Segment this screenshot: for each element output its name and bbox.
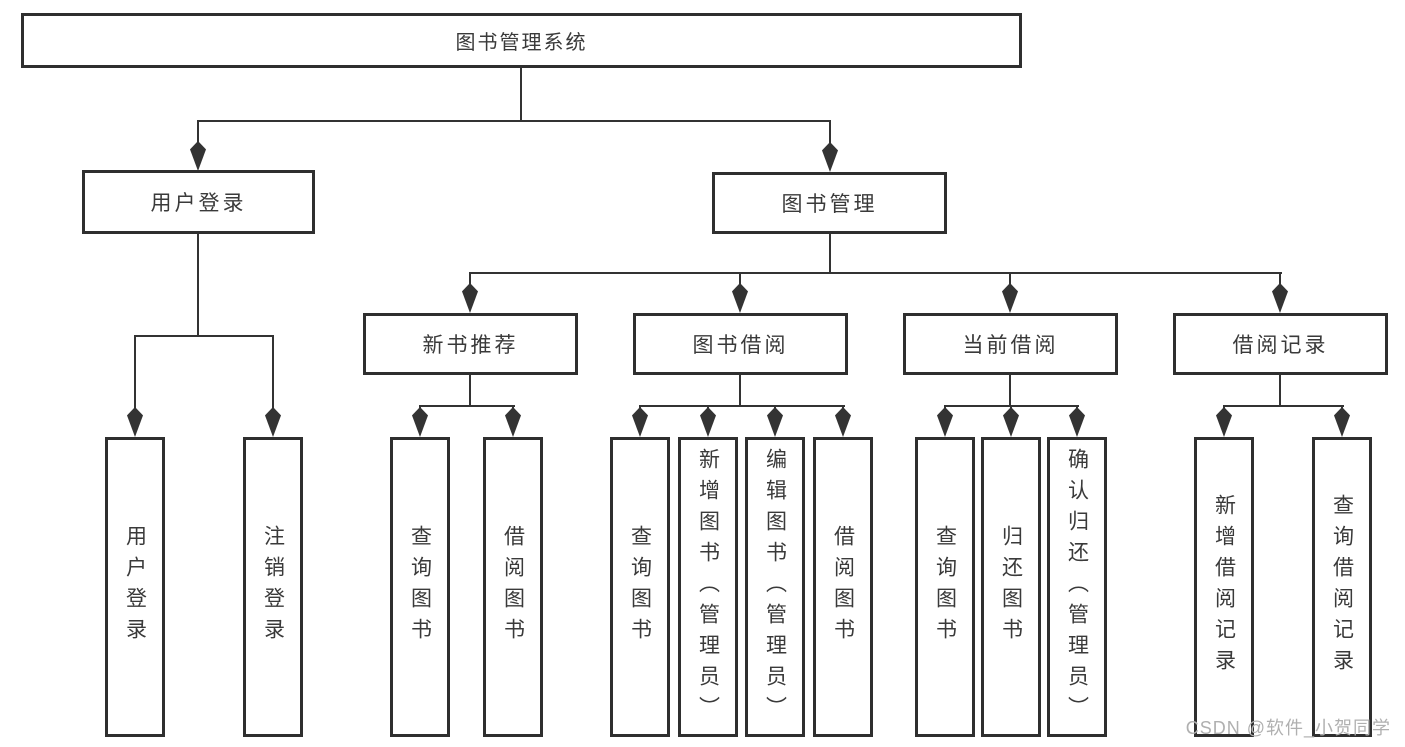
node-book-management-system: 图书管理系统 bbox=[21, 13, 1022, 68]
connector-line bbox=[469, 272, 471, 286]
arrow-down-icon bbox=[1216, 407, 1232, 437]
arrow-down-icon bbox=[265, 407, 281, 437]
node-book-management: 图书管理 bbox=[712, 172, 947, 234]
connector-line bbox=[419, 405, 515, 407]
node-confirm-return-admin: 确认归还（管理员） bbox=[1047, 437, 1107, 737]
arrow-down-icon bbox=[732, 283, 748, 313]
node-add-borrow-record: 新增借阅记录 bbox=[1194, 437, 1254, 737]
node-edit-book-admin: 编辑图书（管理员） bbox=[745, 437, 805, 737]
node-user-login: 用户登录 bbox=[82, 170, 315, 234]
node-borrowing-records: 借阅记录 bbox=[1173, 313, 1388, 375]
connector-line bbox=[1279, 272, 1281, 286]
connector-line bbox=[520, 68, 522, 122]
csdn-watermark: CSDN @软件_小贺同学 bbox=[1185, 718, 1391, 738]
arrow-down-icon bbox=[1002, 283, 1018, 313]
connector-line bbox=[1279, 375, 1281, 407]
arrow-down-icon bbox=[700, 407, 716, 437]
connector-line bbox=[469, 272, 1282, 274]
node-logout: 注销登录 bbox=[243, 437, 303, 737]
connector-line bbox=[197, 234, 199, 337]
connector-line bbox=[739, 375, 741, 407]
connector-line bbox=[134, 335, 136, 409]
node-query-borrow-record: 查询借阅记录 bbox=[1312, 437, 1372, 737]
node-add-book-admin: 新增图书（管理员） bbox=[678, 437, 738, 737]
node-return-books: 归还图书 bbox=[981, 437, 1041, 737]
connector-line bbox=[1223, 405, 1344, 407]
node-new-book-recommendation: 新书推荐 bbox=[363, 313, 578, 375]
arrow-down-icon bbox=[1272, 283, 1288, 313]
connector-line bbox=[1009, 272, 1011, 286]
connector-line bbox=[197, 120, 831, 122]
arrow-down-icon bbox=[412, 407, 428, 437]
connector-line bbox=[829, 234, 831, 274]
arrow-down-icon bbox=[462, 283, 478, 313]
arrow-down-icon bbox=[835, 407, 851, 437]
node-borrow-books-recommend: 借阅图书 bbox=[483, 437, 543, 737]
arrow-down-icon bbox=[632, 407, 648, 437]
arrow-down-icon bbox=[190, 141, 206, 171]
connector-line bbox=[739, 272, 741, 286]
node-current-borrowing: 当前借阅 bbox=[903, 313, 1118, 375]
connector-line bbox=[272, 335, 274, 409]
connector-line bbox=[134, 335, 274, 337]
arrow-down-icon bbox=[1334, 407, 1350, 437]
arrow-down-icon bbox=[127, 407, 143, 437]
connector-line bbox=[639, 405, 845, 407]
node-borrow-books: 借阅图书 bbox=[813, 437, 873, 737]
connector-line bbox=[829, 120, 831, 146]
node-user-login-leaf: 用户登录 bbox=[105, 437, 165, 737]
connector-line bbox=[469, 375, 471, 407]
arrow-down-icon bbox=[822, 142, 838, 172]
node-book-borrowing: 图书借阅 bbox=[633, 313, 848, 375]
arrow-down-icon bbox=[767, 407, 783, 437]
arrow-down-icon bbox=[1069, 407, 1085, 437]
node-query-books-borrowing: 查询图书 bbox=[610, 437, 670, 737]
node-query-books-current: 查询图书 bbox=[915, 437, 975, 737]
arrow-down-icon bbox=[505, 407, 521, 437]
arrow-down-icon bbox=[937, 407, 953, 437]
connector-line bbox=[1009, 375, 1011, 407]
arrow-down-icon bbox=[1003, 407, 1019, 437]
node-query-books-recommend: 查询图书 bbox=[390, 437, 450, 737]
connector-line bbox=[197, 120, 199, 146]
